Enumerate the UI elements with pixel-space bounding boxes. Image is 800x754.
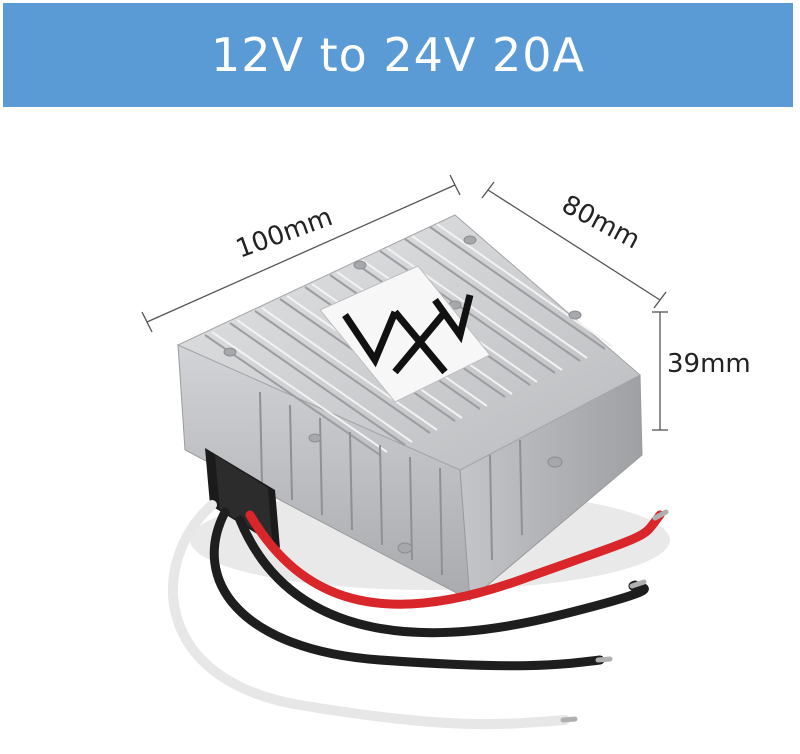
title-banner: 12V to 24V 20A — [3, 3, 793, 107]
cable-grommet — [205, 448, 280, 548]
product-title: 12V to 24V 20A — [210, 28, 586, 82]
output-wires — [168, 500, 669, 730]
dimension-length-label: 100mm — [232, 202, 336, 264]
dimension-width-label: 80mm — [557, 190, 645, 256]
converter-housing — [176, 214, 670, 602]
dimension-height-label: 39mm — [667, 349, 751, 379]
dimension-height: 39mm — [652, 311, 751, 431]
wxst-logo-icon — [319, 265, 491, 403]
